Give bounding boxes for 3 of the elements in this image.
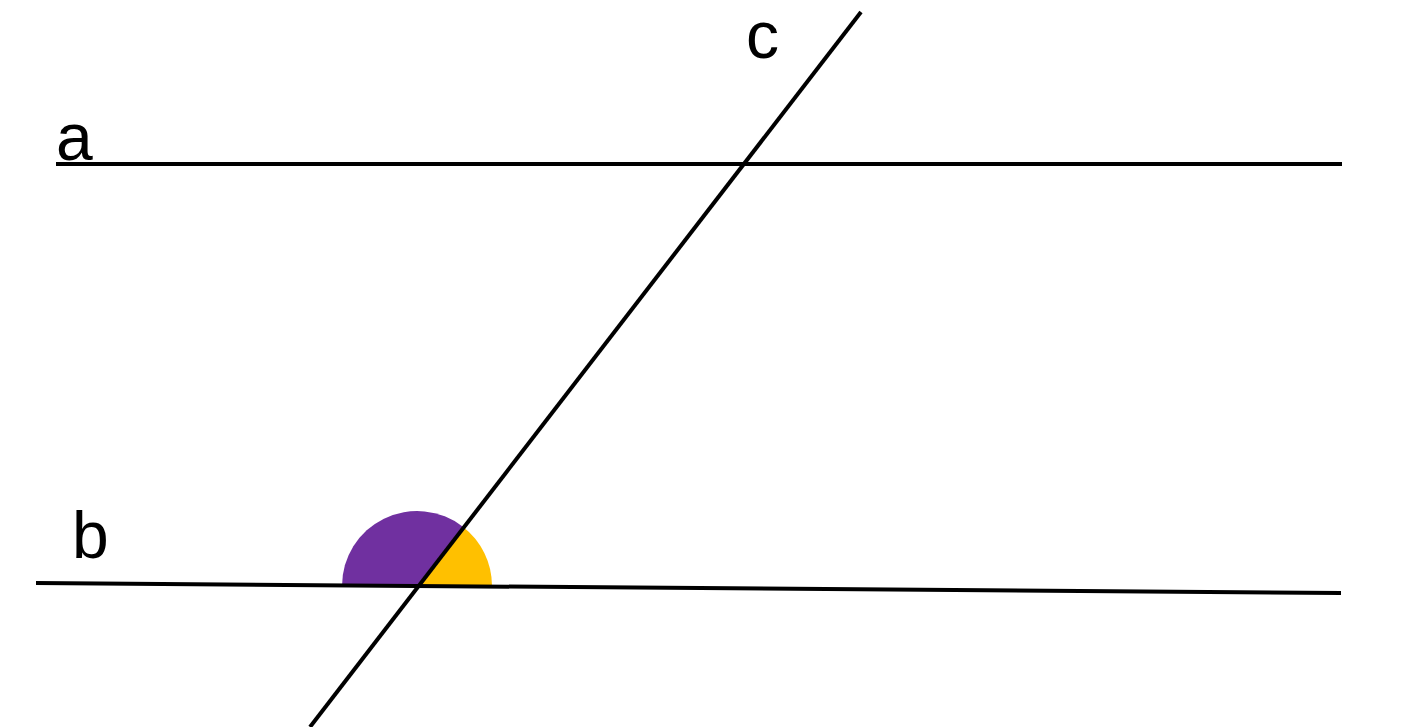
line-label: b <box>72 502 109 568</box>
line-label: a <box>56 104 93 170</box>
line-label: c <box>746 2 779 68</box>
